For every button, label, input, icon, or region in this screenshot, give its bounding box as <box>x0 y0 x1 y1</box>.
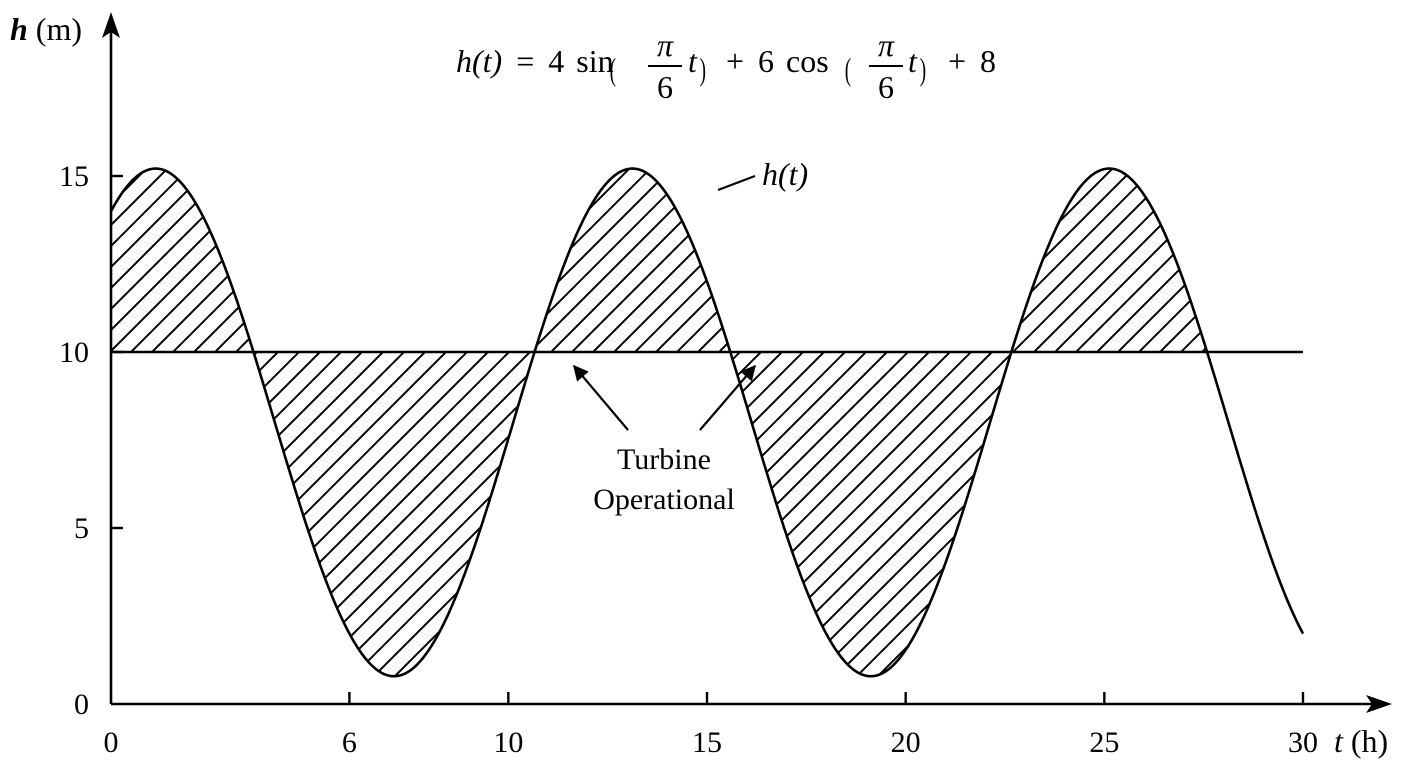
y-ticks: 0 5 10 15 <box>59 160 123 721</box>
x-tick-label: 30 <box>1288 726 1318 759</box>
x-axis-arrow-icon <box>1366 695 1392 713</box>
series-line-h <box>109 167 1305 678</box>
x-ticks: 0 6 10 15 20 25 30 <box>104 692 1318 759</box>
svg-text:(: ( <box>845 51 851 87</box>
x-tick-label: 25 <box>1089 726 1119 759</box>
annotation-arrow-right <box>699 364 757 431</box>
x-tick-label: 10 <box>493 726 523 759</box>
y-axis-arrow-icon <box>102 12 120 38</box>
svg-text:+ 6 cos: + 6 cos <box>726 43 829 79</box>
x-tick-label: 6 <box>342 726 357 759</box>
series-label: h(t) <box>762 156 808 192</box>
svg-text:h(t) = 4 sin: h(t) = 4 sin <box>456 43 614 79</box>
series-label-leader <box>717 174 756 192</box>
annotation-line-1: Turbine <box>617 443 711 476</box>
y-axis-label: h(m) <box>10 11 82 47</box>
svg-text:t: t <box>688 43 698 79</box>
chart-title: h(t) = 4 sin ( π 6 t ) + 6 cos ( π 6 t )… <box>456 27 996 105</box>
x-tick-label: 20 <box>891 726 921 759</box>
x-tick-label: 0 <box>104 726 119 759</box>
x-tick-label: 15 <box>692 726 722 759</box>
annotation-arrow-left <box>573 364 629 431</box>
svg-text:+ 8: + 8 <box>948 43 996 79</box>
svg-text:t: t <box>908 43 918 79</box>
svg-text:π: π <box>878 27 895 63</box>
y-tick-label: 15 <box>59 160 89 193</box>
svg-text:6: 6 <box>657 69 673 105</box>
svg-text:(: ( <box>610 51 616 87</box>
x-axis-label: t(h) <box>1334 723 1388 759</box>
svg-text:π: π <box>657 27 674 63</box>
annotation-line-2: Operational <box>593 483 735 516</box>
shaded-region <box>111 168 1208 677</box>
svg-text:6: 6 <box>878 69 894 105</box>
y-tick-label: 0 <box>74 688 89 721</box>
svg-text:): ) <box>700 51 706 87</box>
y-tick-label: 10 <box>59 336 89 369</box>
svg-text:): ) <box>920 51 926 87</box>
y-tick-label: 5 <box>74 512 89 545</box>
